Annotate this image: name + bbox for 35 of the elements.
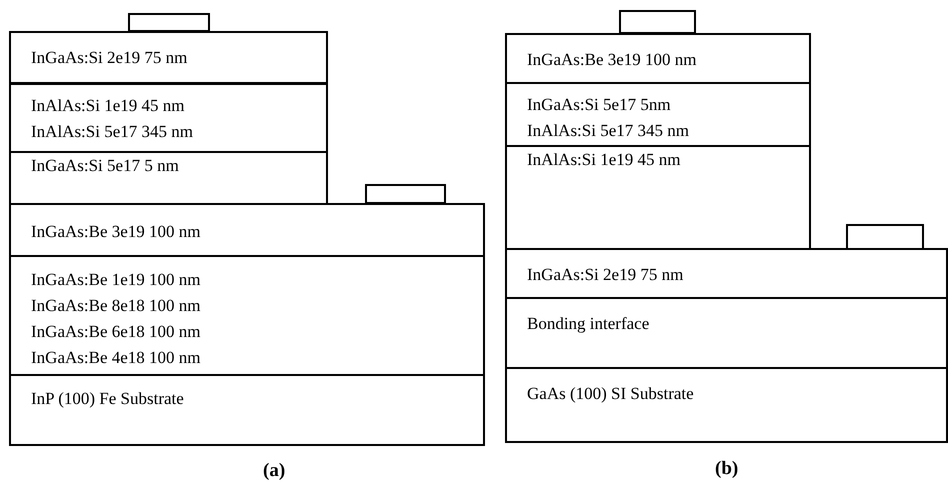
layer-label: InGaAs:Si 5e17 5nm — [527, 94, 671, 116]
layer-label: InAlAs:Si 1e19 45 nm — [527, 149, 680, 171]
layer-label: InGaAs:Be 3e19 100 nm — [527, 49, 697, 71]
layer-label: InGaAs:Si 2e19 75 nm — [527, 264, 684, 286]
layer-label: Bonding interface — [527, 313, 650, 335]
layer-label: InAlAs:Si 5e17 345 nm — [527, 120, 689, 142]
layer-box — [505, 248, 948, 299]
layer-label: InAlAs:Si 5e17 345 nm — [31, 121, 193, 143]
layer-label: InGaAs:Si 2e19 75 nm — [31, 47, 188, 69]
layer-label: InGaAs:Be 8e18 100 nm — [31, 295, 201, 317]
layer-box — [505, 297, 948, 369]
layer-box — [505, 367, 948, 443]
layer-label: InGaAs:Be 6e18 100 nm — [31, 321, 201, 343]
layer-label: InGaAs:Be 1e19 100 nm — [31, 269, 201, 291]
layer-label: InP (100) Fe Substrate — [31, 388, 184, 410]
layer-label: InGaAs:Si 5e17 5 nm — [31, 155, 179, 177]
layer-label: InGaAs:Be 4e18 100 nm — [31, 347, 201, 369]
layer-label: GaAs (100) SI Substrate — [527, 383, 694, 405]
layer-label: InAlAs:Si 1e19 45 nm — [31, 95, 184, 117]
contact-pad — [128, 13, 210, 32]
layer-box — [9, 31, 328, 84]
contact-pad — [846, 224, 924, 250]
layer-box — [9, 151, 328, 205]
contact-pad — [619, 10, 696, 34]
layer-box — [9, 203, 485, 257]
panel-label: (a) — [263, 459, 286, 483]
layer-box — [505, 82, 811, 147]
layer-box — [9, 83, 328, 153]
layer-label: InGaAs:Be 3e19 100 nm — [31, 221, 201, 243]
contact-pad — [365, 184, 446, 204]
layer-box — [9, 255, 485, 376]
layer-box — [505, 33, 811, 84]
layer-box — [505, 145, 811, 250]
layer-box — [9, 374, 485, 446]
panel-label: (b) — [715, 457, 738, 481]
